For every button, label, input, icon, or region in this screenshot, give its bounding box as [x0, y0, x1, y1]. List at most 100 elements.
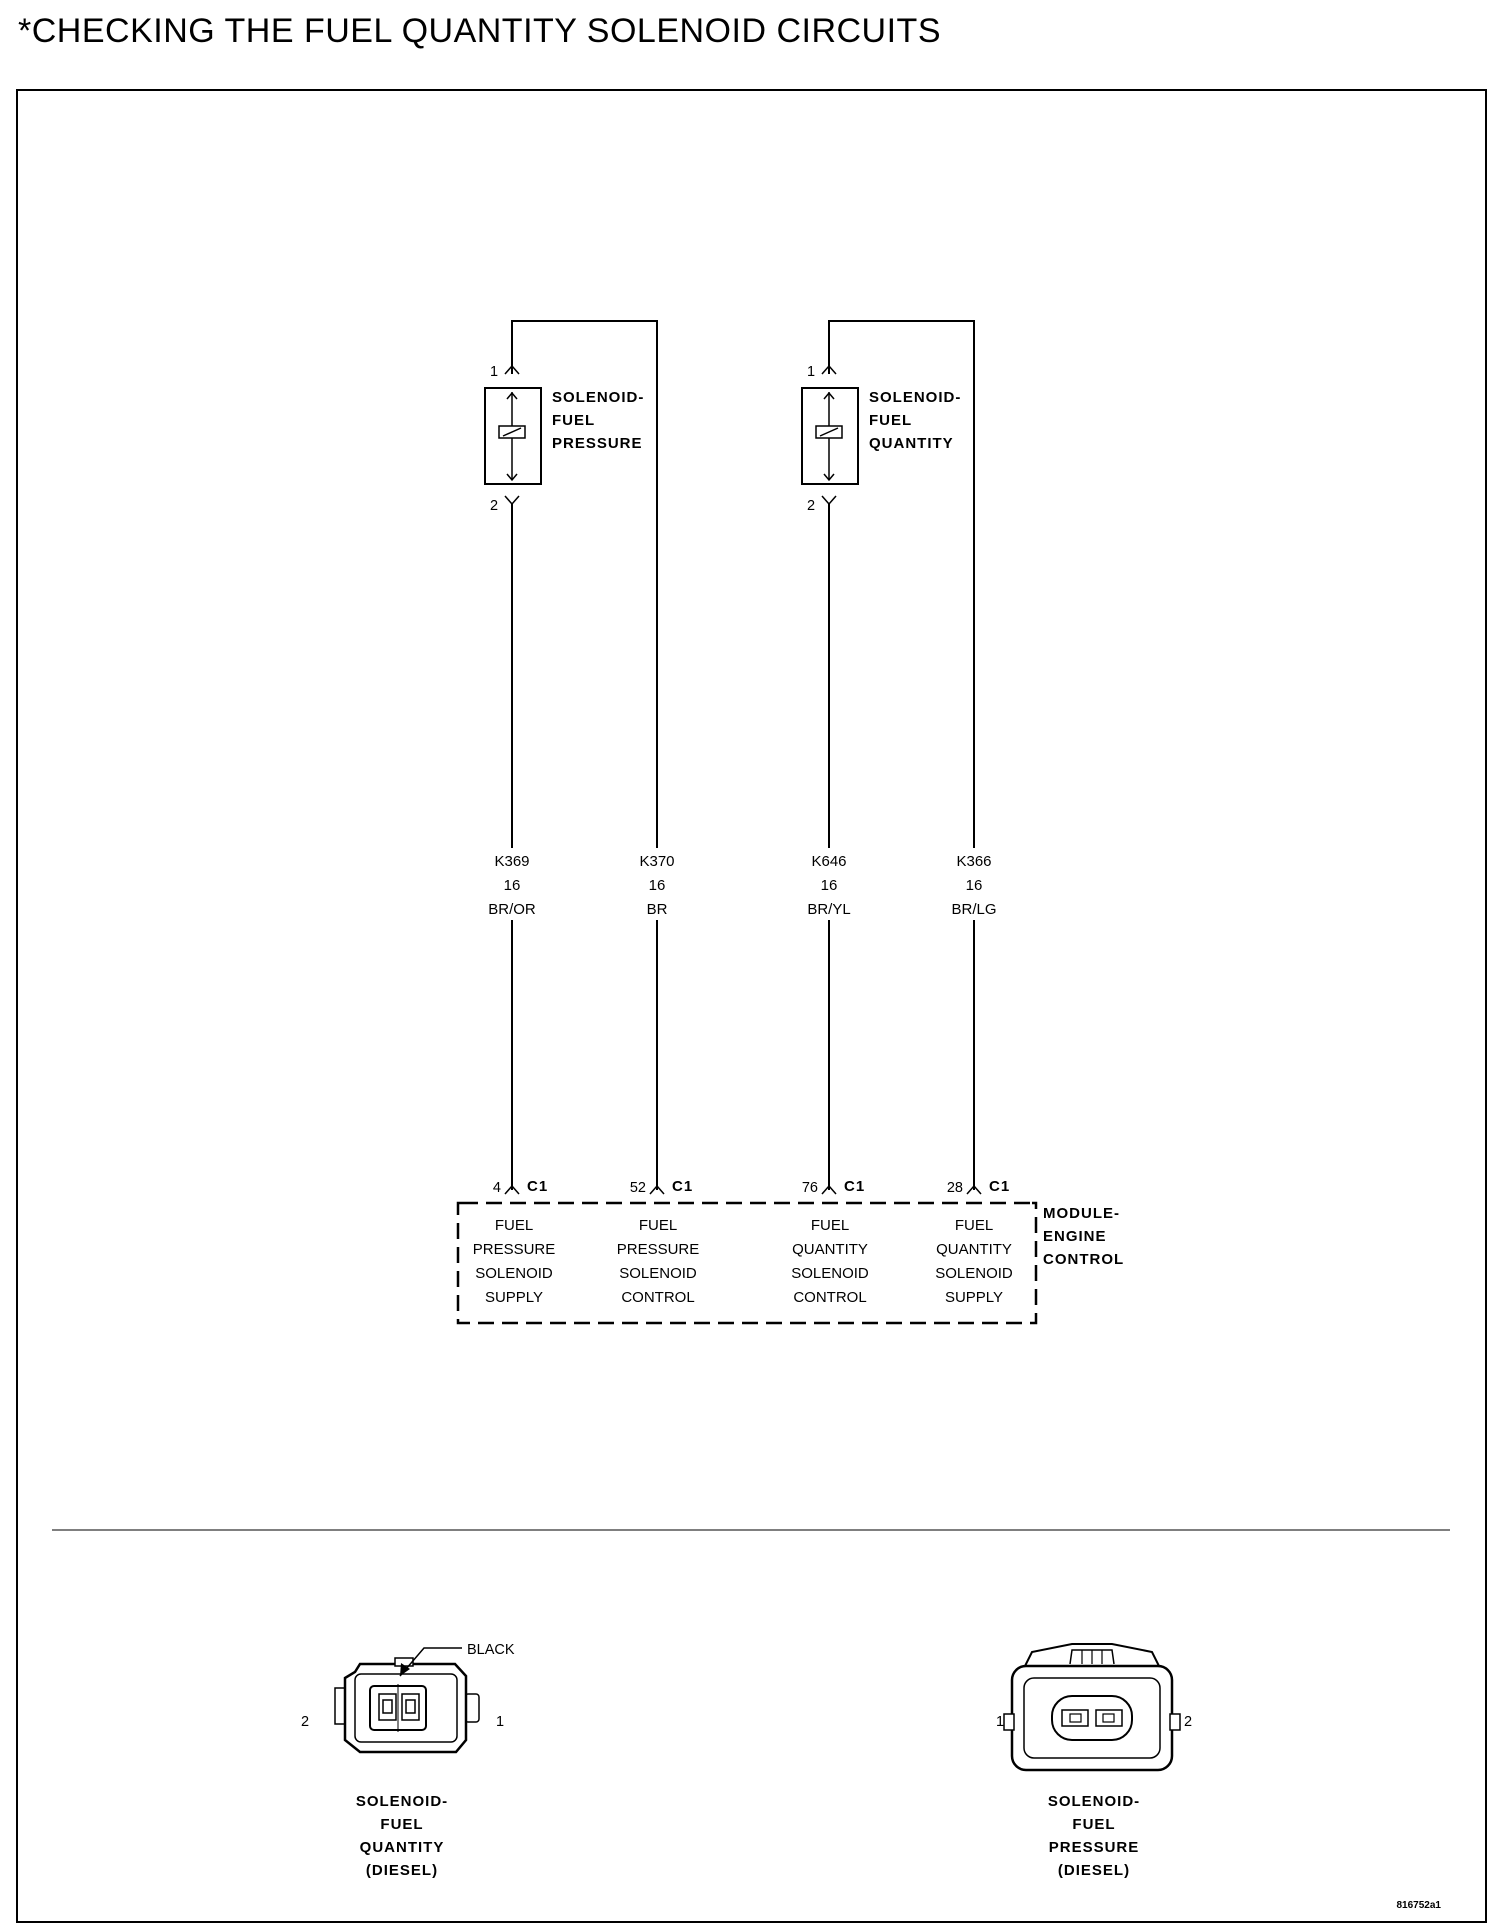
arrow-down — [506, 473, 518, 482]
wire-label-k646: K646 16 BR/YL — [807, 853, 850, 918]
pin-connector-symbol — [966, 1184, 982, 1195]
wire-label-k366: K366 16 BR/LG — [951, 853, 996, 918]
wire-label-k369: K369 16 BR/OR — [488, 853, 536, 918]
connector-label-line: FUEL — [380, 1816, 423, 1833]
circuit-code: K370 — [639, 853, 674, 870]
pin-connector-symbol — [821, 495, 837, 506]
function-line: FUEL — [811, 1217, 849, 1234]
function-line: SOLENOID — [475, 1265, 553, 1282]
pin-connector-symbol — [821, 1184, 837, 1195]
connector-id: C1 — [672, 1178, 693, 1195]
connector-label-line: (DIESEL) — [1058, 1862, 1130, 1879]
coil-slash — [502, 427, 522, 437]
pin-number: 2 — [490, 498, 498, 514]
wire-label-gap — [490, 848, 534, 920]
module-function-fq-control: FUEL QUANTITY SOLENOID CONTROL — [791, 1217, 869, 1306]
pin-connector-symbol — [649, 1184, 665, 1195]
function-line: FUEL — [955, 1217, 993, 1234]
connector-side-tab — [1003, 1713, 1015, 1731]
wire-label-gap — [804, 848, 854, 920]
module-name-line: MODULE- — [1043, 1205, 1120, 1222]
wire-k370 — [511, 320, 658, 1190]
circuit-code: K366 — [956, 853, 991, 870]
function-line: SOLENOID — [791, 1265, 869, 1282]
wire-label-gap — [950, 848, 1000, 920]
pin-connector-symbol — [504, 495, 520, 506]
function-line: FUEL — [639, 1217, 677, 1234]
page-title: *CHECKING THE FUEL QUANTITY SOLENOID CIR… — [18, 12, 942, 50]
solenoid-name-line: FUEL — [552, 412, 595, 429]
connector-label-line: SOLENOID- — [356, 1793, 448, 1810]
module-pin-4: 4 C1 — [493, 1178, 548, 1196]
wire-k366 — [828, 320, 975, 1190]
module-pin-76: 76 C1 — [802, 1178, 864, 1196]
wire-color: BR — [647, 901, 668, 918]
connector-label-line: SOLENOID- — [1048, 1793, 1140, 1810]
wire-label-gap — [635, 848, 679, 920]
function-line: PRESSURE — [473, 1241, 556, 1258]
pin-number: 1 — [490, 364, 498, 380]
terminal — [382, 1699, 393, 1714]
figure-id: 816752a1 — [1397, 1900, 1442, 1911]
connector-label-line: (DIESEL) — [366, 1862, 438, 1879]
module-function-fp-supply: FUEL PRESSURE SOLENOID SUPPLY — [473, 1217, 556, 1306]
connector-id: C1 — [527, 1178, 548, 1195]
connector-view-fuel-pressure: 1 2 SOLENOID- FUEL PRESSURE (DIESEL) — [996, 1643, 1192, 1879]
wire-label-k370: K370 16 BR — [639, 853, 674, 918]
diagram-frame — [16, 89, 1487, 1923]
function-line: FUEL — [495, 1217, 533, 1234]
function-line: SOLENOID — [619, 1265, 697, 1282]
coil-slash — [819, 427, 839, 437]
callout-label: BLACK — [467, 1642, 515, 1658]
connector-id: C1 — [989, 1178, 1010, 1195]
wire-gauge: 16 — [649, 877, 666, 894]
function-line: QUANTITY — [936, 1241, 1012, 1258]
module-function-fq-supply: FUEL QUANTITY SOLENOID SUPPLY — [935, 1217, 1013, 1306]
arrow-down — [823, 473, 835, 482]
pin-connector-symbol — [821, 364, 837, 375]
connector-side-tab — [1169, 1713, 1181, 1731]
wire-gauge: 16 — [821, 877, 838, 894]
connector-label-line: PRESSURE — [1049, 1839, 1140, 1856]
pin-number: 76 — [802, 1180, 818, 1196]
connector-side-latch — [334, 1687, 346, 1725]
solenoid-fuel-quantity: 1 2 SOLENOID- FUEL QUANTITY — [801, 320, 975, 1190]
terminal — [1069, 1713, 1082, 1723]
module-function-fp-control: FUEL PRESSURE SOLENOID CONTROL — [617, 1217, 700, 1306]
circuit-code: K369 — [494, 853, 529, 870]
function-line: SUPPLY — [485, 1289, 543, 1306]
function-line: SOLENOID — [935, 1265, 1013, 1282]
solenoid-name-line: SOLENOID- — [552, 389, 644, 406]
pin-number: 52 — [630, 1180, 646, 1196]
module-name: MODULE- ENGINE CONTROL — [1043, 1205, 1123, 1268]
module-boundary — [456, 1201, 1038, 1325]
solenoid-name-line: FUEL — [869, 412, 912, 429]
function-line: PRESSURE — [617, 1241, 700, 1258]
connector-view-fuel-quantity: BLACK 2 1 SOLENOID- FUEL QUANTITY (DIESE… — [301, 1642, 515, 1879]
pin-number: 2 — [301, 1714, 309, 1730]
pin-number: 2 — [807, 498, 815, 514]
wire-gauge: 16 — [504, 877, 521, 894]
module-pin-52: 52 C1 — [630, 1178, 693, 1196]
terminal — [1102, 1713, 1115, 1723]
function-line: QUANTITY — [792, 1241, 868, 1258]
wire-color: BR/LG — [951, 901, 996, 918]
pin-number: 2 — [1184, 1714, 1192, 1730]
solenoid-name-line: SOLENOID- — [869, 389, 961, 406]
wire-color: BR/OR — [488, 901, 536, 918]
pin-connector-symbol — [504, 364, 520, 375]
pin-connector-symbol — [504, 1184, 520, 1195]
solenoid-name-line: QUANTITY — [869, 435, 954, 452]
connector-label-line: FUEL — [1072, 1816, 1115, 1833]
function-line: CONTROL — [793, 1289, 866, 1306]
pin-number: 28 — [947, 1180, 963, 1196]
wire-color: BR/YL — [807, 901, 850, 918]
pin-number: 1 — [496, 1714, 504, 1730]
terminal — [405, 1699, 416, 1714]
circuit-code: K646 — [811, 853, 846, 870]
callout-arrowhead — [400, 1663, 410, 1676]
arrow-up — [823, 391, 835, 400]
solenoid-name-line: PRESSURE — [552, 435, 643, 452]
pin-number: 4 — [493, 1180, 501, 1196]
